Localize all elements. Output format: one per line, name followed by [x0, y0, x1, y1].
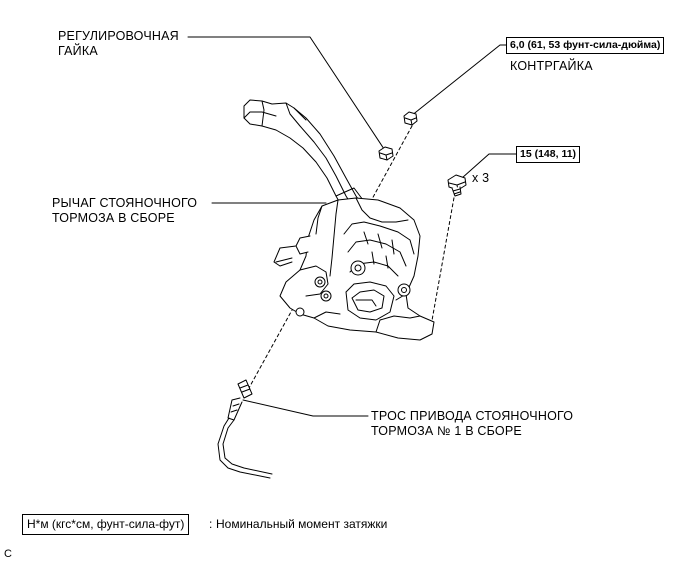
- lock-nut-part: [403, 111, 418, 126]
- cable-label-line2: ТОРМОЗА № 1 В СБОРЕ: [371, 424, 522, 438]
- bolt-assembly-line: [430, 191, 456, 327]
- torque-units-legend: Н*м (кгс*см, фунт-сила-фут): [22, 514, 190, 535]
- bolt-quantity-label: x 3: [472, 171, 490, 185]
- lever-label-line2: ТОРМОЗА В СБОРЕ: [52, 211, 175, 225]
- adjusting-nut-part: [378, 146, 394, 161]
- lever-label: РЫЧАГ СТОЯНОЧНОГО: [52, 196, 198, 210]
- legend-description: Номинальный момент затяжки: [216, 517, 388, 531]
- adjusting-nut-label: РЕГУЛИРОВОЧНАЯ: [58, 29, 179, 43]
- figure-code: C: [4, 548, 12, 560]
- lock-nut-label: КОНТРГАЙКА: [510, 59, 593, 73]
- parking-brake-cable: [217, 379, 273, 479]
- lever-bracket: [273, 197, 435, 341]
- adjusting-nut-label-line2: ГАЙКА: [58, 44, 98, 58]
- lock-nut-leader: [410, 44, 507, 117]
- bolt-leader: [461, 153, 517, 179]
- cable-label: ТРОС ПРИВОДА СТОЯНОЧНОГО: [371, 409, 574, 423]
- bolt-torque-spec: 15 (148, 11): [516, 146, 581, 163]
- adjusting-nut-leader: [187, 36, 387, 153]
- legend-separator: :: [209, 517, 213, 531]
- bolt-part: [447, 174, 467, 197]
- nut-assembly-line: [353, 125, 413, 233]
- cable-leader: [242, 399, 369, 417]
- lock-nut-torque-spec: 6,0 (61, 53 фунт-сила-дюйма): [506, 37, 665, 54]
